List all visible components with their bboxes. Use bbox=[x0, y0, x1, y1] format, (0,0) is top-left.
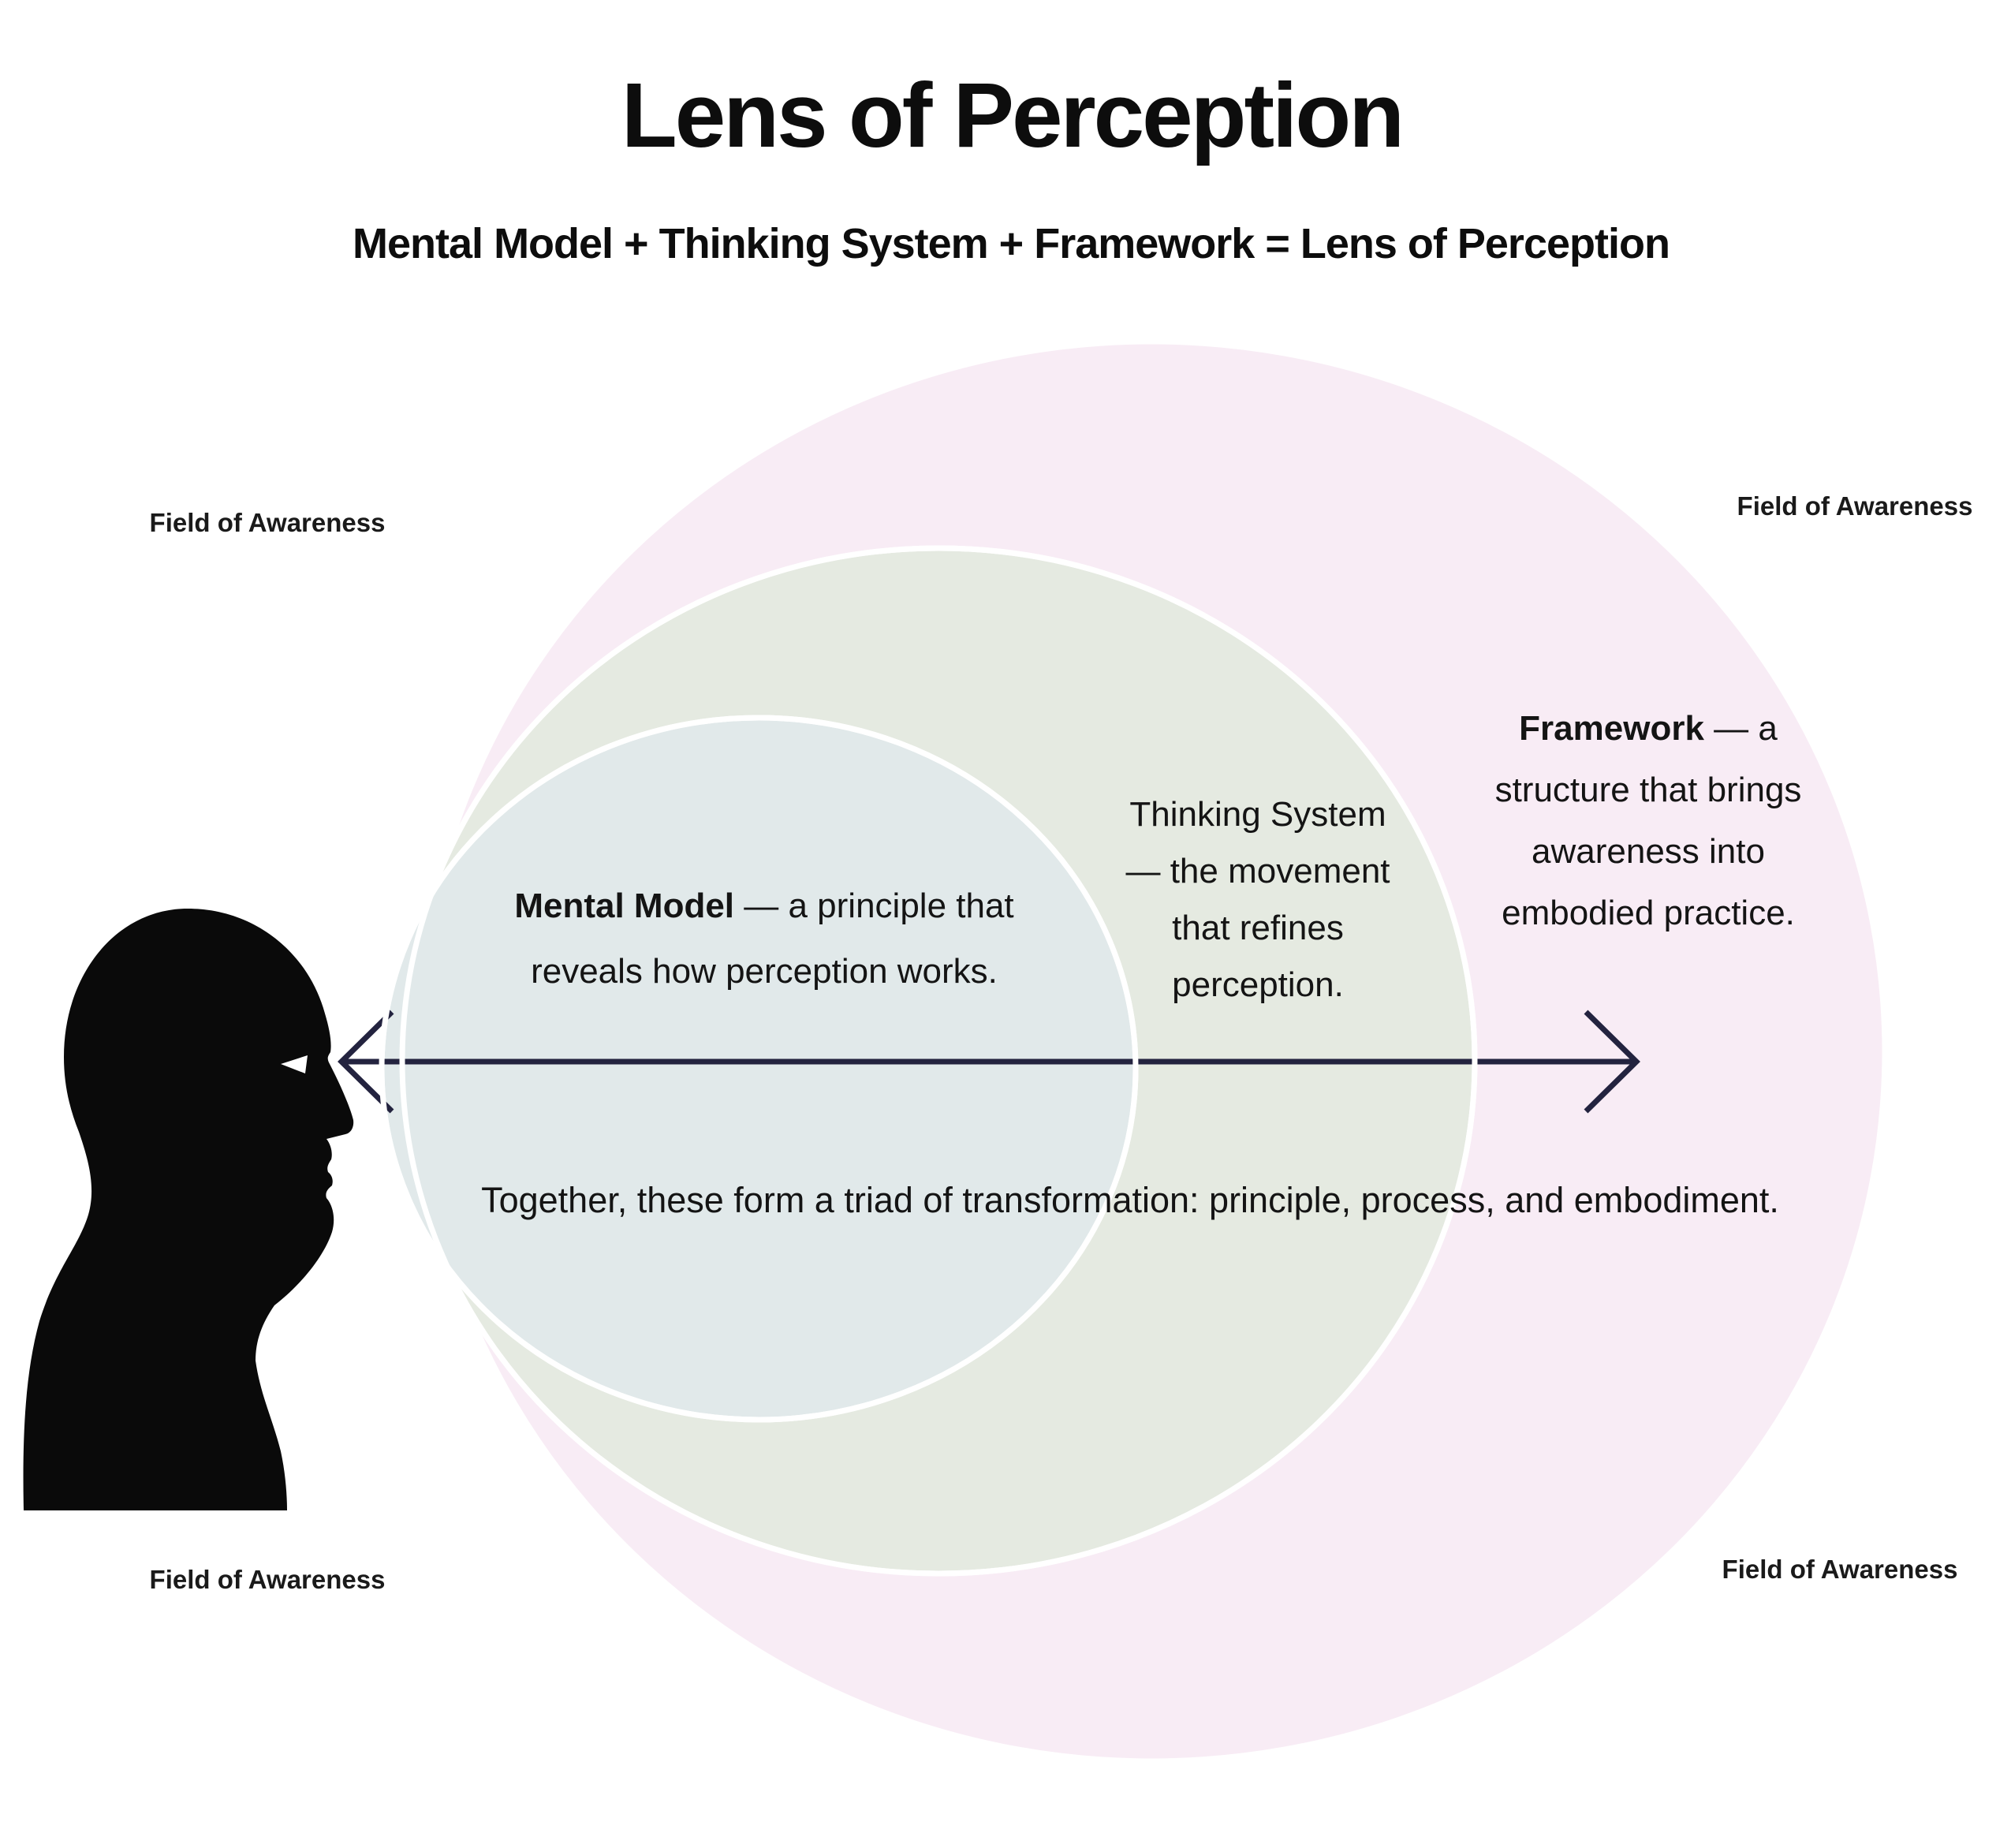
subtitle-equation: Mental Model + Thinking System + Framewo… bbox=[353, 220, 1670, 267]
mental-model-circle bbox=[379, 715, 1139, 1423]
mental-model-term: Mental Model bbox=[514, 887, 735, 925]
framework-definition-start: — a bbox=[1703, 709, 1778, 748]
thinking-system-text-line-3: that refines bbox=[1172, 909, 1344, 947]
field-of-awareness-label-top-left: Field of Awareness bbox=[149, 508, 386, 537]
thinking-system-text-line-4: perception. bbox=[1172, 965, 1344, 1004]
mental-model-ring-gap bbox=[379, 715, 1139, 1423]
framework-text-line-3: awareness into bbox=[1532, 832, 1765, 871]
field-of-awareness-label-top-right: Field of Awareness bbox=[1737, 491, 1973, 521]
field-of-awareness-label-bottom-right: Field of Awareness bbox=[1722, 1555, 1958, 1584]
thinking-system-text-line-2: — the movement bbox=[1125, 852, 1390, 890]
framework-text-line-1: Framework — a bbox=[1519, 709, 1778, 749]
head-silhouette-shape bbox=[23, 909, 354, 1510]
page-title: Lens of Perception bbox=[621, 64, 1405, 166]
thinking-system-term: Thinking System bbox=[1129, 795, 1386, 834]
framework-text-line-2: structure that brings bbox=[1494, 771, 1802, 809]
triad-caption: Together, these form a triad of transfor… bbox=[481, 1180, 1779, 1220]
eye-icon bbox=[281, 1055, 308, 1073]
arrow-head-left bbox=[338, 1010, 394, 1114]
framework-term: Framework bbox=[1519, 709, 1704, 748]
mental-model-definition-start: — a principle that bbox=[734, 887, 1014, 925]
framework-text-line-4: embodied practice. bbox=[1502, 894, 1795, 932]
thinking-system-ring-gap bbox=[399, 545, 1478, 1577]
mental-model-text-line-2: reveals how perception works. bbox=[531, 952, 998, 991]
double-arrow-icon bbox=[338, 1010, 1640, 1114]
head-silhouette-icon bbox=[23, 909, 354, 1510]
field-of-awareness-label-bottom-left: Field of Awareness bbox=[149, 1565, 386, 1594]
mental-model-text-line-1: Mental Model — a principle that bbox=[514, 887, 1013, 926]
arrow-head-right bbox=[1584, 1010, 1640, 1114]
